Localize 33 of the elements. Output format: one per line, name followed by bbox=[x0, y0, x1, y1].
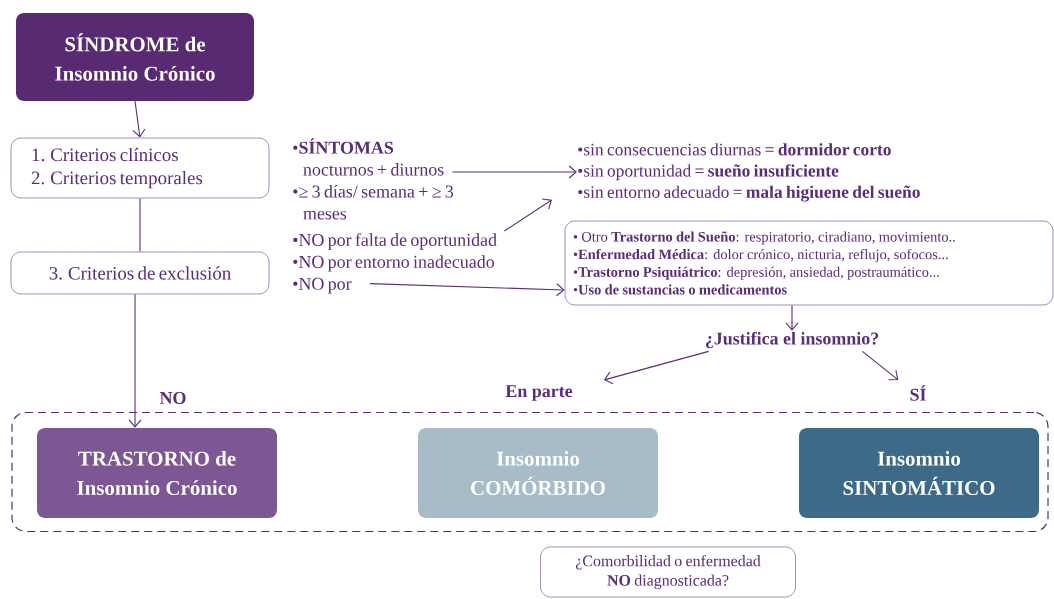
dashed-frame bbox=[11, 411, 1049, 533]
list-item: •≥ 3 días/ semana + ≥ 3 meses bbox=[293, 184, 454, 220]
list-item: •sin entorno adecuado = mala higiuene del sueño bbox=[578, 185, 920, 202]
edge-label: NO bbox=[158, 390, 188, 405]
list-item: •NO por entorno inadecuado bbox=[293, 255, 494, 272]
list-item: •sin oportunidad = sueño insuficiente bbox=[578, 164, 839, 181]
arrow bbox=[369, 283, 565, 297]
rounded-box: 1. Criterios clínicos 2. Criterios temporales bbox=[10, 137, 270, 199]
list-item: •sin consecuencias diurnas = dormidor corto bbox=[578, 143, 891, 156]
list-item: •Uso de sustancias o medicamentos bbox=[573, 284, 787, 295]
filled-box: TRASTORNO de Insomnio Crónico bbox=[37, 428, 277, 518]
rounded-box bbox=[564, 220, 1054, 306]
arrow bbox=[503, 198, 552, 232]
bold-text: ¿Justifica el insomnio? bbox=[705, 331, 879, 349]
list-item: •Trastorno Psiquiátrico: depresión, ansiedad, postraumático... bbox=[573, 266, 939, 280]
list-item: • Otro Trastorno del Sueño: respiratorio, ciradiano, movimiento.. bbox=[573, 231, 955, 245]
arrow bbox=[603, 350, 710, 385]
filled-box: Insomnio SINTOMÁTICO bbox=[799, 428, 1039, 518]
list-item: •Enfermedad Médica: dolor crónico, nicturia, reflujo, sofocos... bbox=[573, 248, 948, 263]
arrow bbox=[785, 304, 799, 331]
rounded-box: ¿Comorbilidad o enfermedad NO diagnosticada? bbox=[540, 546, 796, 598]
bold-text: SÍ bbox=[910, 385, 926, 401]
arrow bbox=[451, 165, 577, 179]
list-item: •NO por falta de oportunidad bbox=[293, 233, 497, 250]
bold-text: En parte bbox=[505, 385, 573, 401]
filled-box: SÍNDROME de Insomnio Crónico bbox=[16, 13, 254, 101]
rounded-box: 3. Criterios de exclusión bbox=[10, 251, 270, 295]
arrow bbox=[132, 100, 146, 138]
list-item: •SÍNTOMAS nocturnos + diurnos bbox=[293, 138, 444, 176]
filled-box: Insomnio COMÓRBIDO bbox=[418, 428, 658, 518]
arrow bbox=[861, 350, 899, 381]
arrow bbox=[128, 293, 142, 428]
list-item: •NO por bbox=[293, 277, 352, 294]
